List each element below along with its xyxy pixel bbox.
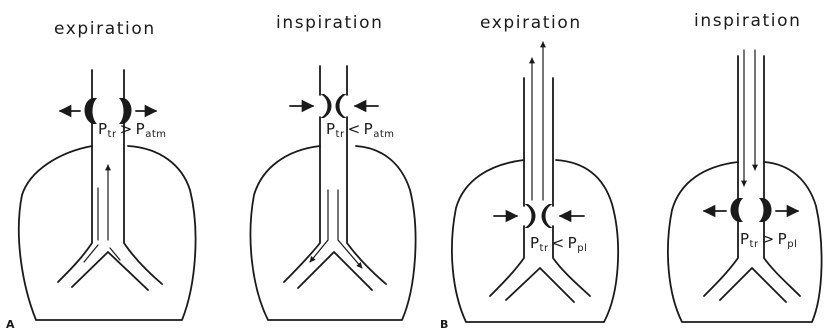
panel-inspiration-1: inspiration Ptr<Patm (250, 13, 415, 320)
panel-title: expiration (54, 19, 156, 39)
pressure-relation: Ptr<Ppl (530, 234, 587, 254)
trachea-wall-right (124, 70, 162, 284)
pressure-relation: Ptr>Ppl (740, 230, 797, 250)
trachea-wall-left (490, 78, 524, 296)
panel-b-expiration: expiration Ptr<Ppl B (440, 13, 618, 331)
trachea-wall-left (284, 66, 320, 282)
bronchus-inner (298, 252, 372, 290)
airflow-line (84, 245, 98, 262)
trachea-wall-left (704, 56, 738, 296)
wall-bulge-right (542, 204, 554, 228)
panel-title: expiration (480, 13, 582, 33)
trachea-wall-left (58, 70, 92, 282)
wall-bulge-right (759, 198, 772, 222)
bronchus-inner (72, 252, 148, 290)
pressure-relation: Ptr>Patm (98, 120, 167, 140)
trachea-wall-right (553, 78, 590, 296)
bronchus-inner (506, 268, 574, 302)
panel-title: inspiration (694, 11, 801, 31)
panel-title: inspiration (276, 13, 383, 33)
panel-letter-b: B (440, 318, 448, 331)
trachea-wall-right (764, 56, 800, 296)
panel-letter-a: A (6, 318, 15, 331)
panel-inspiration-2: inspiration Ptr>Ppl (668, 11, 822, 322)
wall-bulge-right (336, 94, 348, 118)
lung-outline (19, 146, 196, 320)
wall-bulge-left (731, 198, 744, 222)
lung-outline (250, 146, 415, 320)
pressure-relation: Ptr<Patm (326, 120, 395, 140)
wall-bulge-left (85, 98, 98, 124)
wall-bulge-left (524, 204, 536, 228)
trachea-wall-right (347, 66, 386, 284)
wall-bulge-left (320, 94, 332, 118)
panel-a-expiration: expiration Ptr>Patm A (6, 19, 196, 331)
